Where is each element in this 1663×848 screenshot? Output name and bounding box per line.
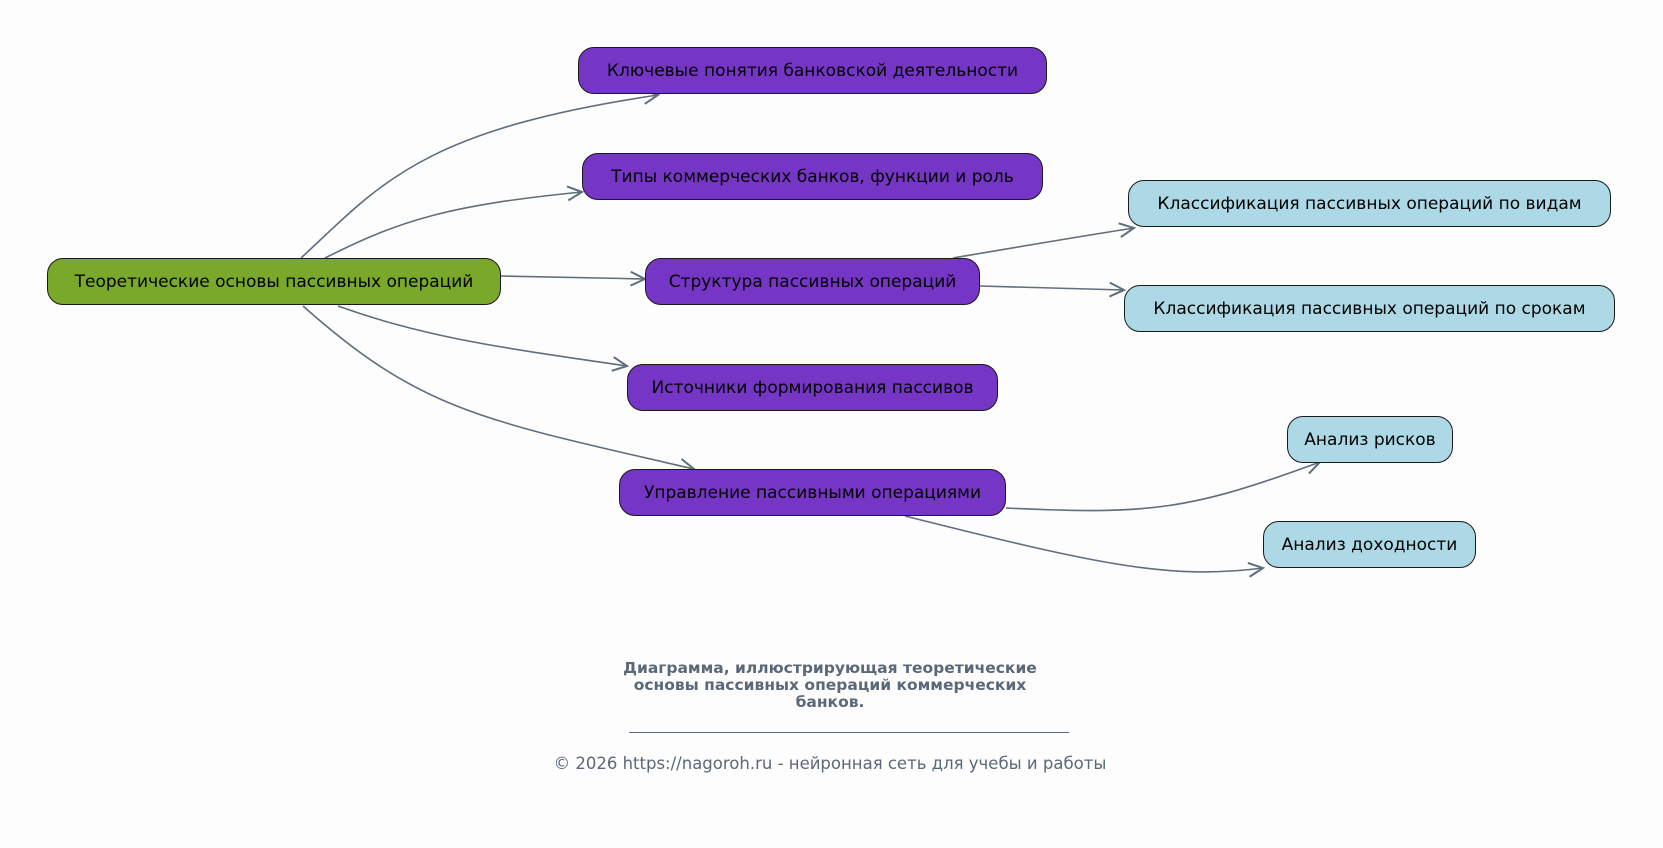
node-label: Классификация пассивных операций по срок… (1153, 298, 1586, 319)
node-label: Структура пассивных операций (668, 271, 957, 292)
edge-root-n2 (324, 191, 583, 259)
node-label: Источники формирования пассивов (651, 377, 974, 398)
arrowhead-icon (1108, 281, 1127, 298)
node-risk-analysis[interactable]: Анализ рисков (1287, 416, 1453, 463)
footer-copyright[interactable]: © 2026 https://nagoroh.ru - нейронная се… (553, 754, 1107, 773)
caption-line-3: банков. (795, 693, 865, 711)
node-label: Теоретические основы пассивных операций (74, 271, 474, 292)
edge-n3-l2 (979, 285, 1125, 291)
caption-line-1: Диаграмма, иллюстрирующая теоретические (623, 659, 1037, 677)
node-label: Ключевые понятия банковской деятельности (606, 60, 1019, 81)
node-sources[interactable]: Источники формирования пассивов (627, 364, 998, 411)
node-management[interactable]: Управление пассивными операциями (619, 469, 1006, 516)
edge-n3-l1 (952, 227, 1135, 259)
node-key-concepts[interactable]: Ключевые понятия банковской деятельности (578, 47, 1047, 94)
node-label: Классификация пассивных операций по вида… (1157, 193, 1582, 214)
edge-root-n5 (302, 305, 695, 470)
arrowhead-icon (566, 185, 585, 202)
node-class-by-type[interactable]: Классификация пассивных операций по вида… (1128, 180, 1611, 227)
node-profit-analysis[interactable]: Анализ доходности (1263, 521, 1476, 568)
caption-divider (629, 732, 1069, 733)
node-label: Анализ доходности (1281, 534, 1458, 555)
edge-n5-l3 (1005, 461, 1321, 512)
node-label: Анализ рисков (1304, 429, 1436, 450)
node-label: Типы коммерческих банков, функции и роль (611, 166, 1014, 187)
node-structure[interactable]: Структура пассивных операций (645, 258, 980, 305)
node-label: Управление пассивными операциями (643, 482, 982, 503)
caption-line-2: основы пассивных операций коммерческих (633, 676, 1027, 694)
arrowhead-icon (1118, 222, 1137, 238)
diagram-caption: Диаграмма, иллюстрирующая теоретические … (560, 660, 1100, 711)
arrowhead-icon (611, 356, 630, 372)
arrowhead-icon (1247, 561, 1266, 578)
edge-root-n4 (337, 305, 628, 367)
edge-n5-l4 (904, 515, 1264, 573)
edge-root-n1 (300, 94, 659, 259)
node-root[interactable]: Теоретические основы пассивных операций (47, 258, 501, 305)
edge-root-n3 (500, 275, 646, 280)
node-bank-types[interactable]: Типы коммерческих банков, функции и роль (582, 153, 1043, 200)
node-class-by-term[interactable]: Классификация пассивных операций по срок… (1124, 285, 1615, 332)
